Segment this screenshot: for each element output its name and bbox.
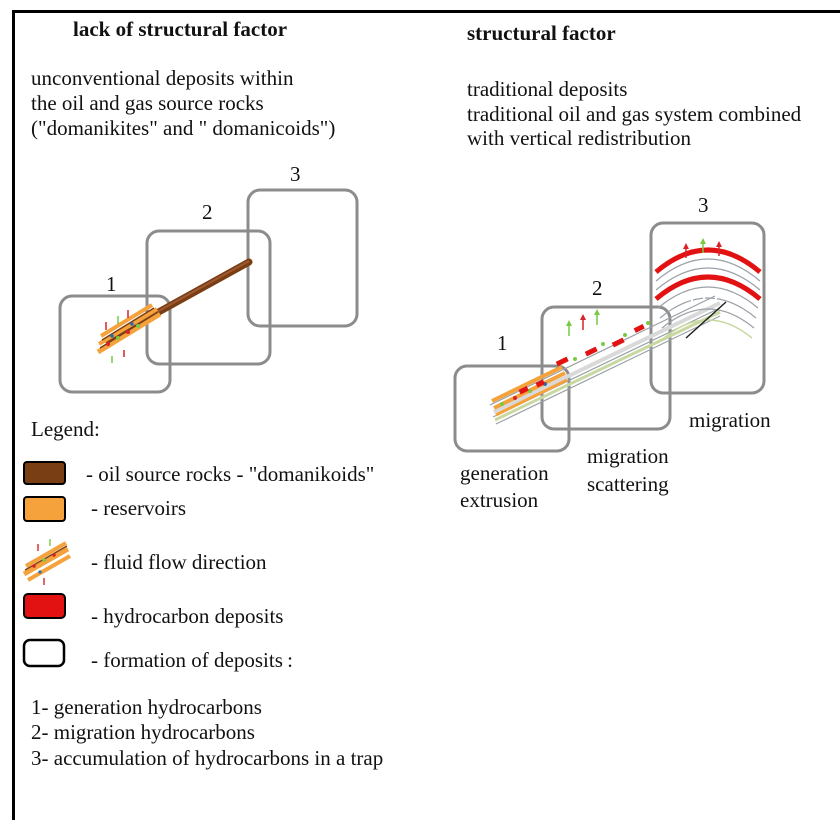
stage1-label-line-1: generation xyxy=(460,461,549,485)
left-fluid-cluster xyxy=(96,303,162,363)
legend-stage-2: 2- migration hydrocarbons xyxy=(31,720,255,744)
fluid-flow-icon xyxy=(22,539,71,585)
legend-icons xyxy=(22,461,71,668)
left-description-line-1: unconventional deposits within xyxy=(31,66,294,90)
legend-stage-3: 3- accumulation of hydrocarbons in a tra… xyxy=(31,746,384,770)
source-rock-swatch xyxy=(23,461,66,485)
anticline-trap xyxy=(654,238,762,339)
left-box-1 xyxy=(58,294,172,394)
right-description-line-1: traditional deposits xyxy=(467,77,628,101)
right-diagram xyxy=(453,221,766,453)
left-box-2-number: 2 xyxy=(202,200,213,224)
legend-item-source-rock: - oil source rocks - "domanikoids" xyxy=(86,462,375,486)
right-box-2-number: 2 xyxy=(592,276,603,300)
stage1-label-line-2: extrusion xyxy=(460,488,539,512)
left-box-1-number: 1 xyxy=(106,272,117,296)
legend-item-formation: - formation of deposits : xyxy=(91,648,293,672)
legend-title: Legend: xyxy=(31,417,100,441)
stage2-label-line-2: scattering xyxy=(587,472,669,496)
left-heading: lack of structural factor xyxy=(73,17,288,41)
legend-item-fluid-flow: - fluid flow direction xyxy=(91,550,267,574)
left-box-3 xyxy=(246,188,359,328)
right-box-1 xyxy=(453,364,571,453)
legend-item-reservoirs: - reservoirs xyxy=(91,496,187,520)
left-diagram xyxy=(58,188,359,394)
right-heading: structural factor xyxy=(467,21,616,45)
right-box-3-number: 3 xyxy=(698,193,709,217)
legend-item-hydrocarbon-deposits: - hydrocarbon deposits xyxy=(91,604,284,628)
formation-box-icon xyxy=(22,638,66,668)
left-description-line-2: the oil and gas source rocks xyxy=(31,91,264,115)
hydrocarbon-swatch xyxy=(23,593,66,619)
stage2-label-line-1: migration xyxy=(587,444,669,468)
right-migration-path xyxy=(489,295,721,425)
right-description-line-2: traditional oil and gas system combined xyxy=(467,102,802,126)
left-description-line-3: ("domanikites" and " domanicoids") xyxy=(31,116,336,140)
left-box-3-number: 3 xyxy=(290,162,301,186)
stage3-label: migration xyxy=(689,408,771,432)
right-box-2 xyxy=(540,305,672,431)
reservoir-swatch xyxy=(23,496,66,522)
figure-frame xyxy=(12,10,840,820)
legend-stage-1: 1- generation hydrocarbons xyxy=(31,695,262,719)
right-description-line-3: with vertical redistribution xyxy=(467,126,691,150)
right-box-1-number: 1 xyxy=(497,331,508,355)
right-box-3 xyxy=(649,221,766,395)
left-box-2 xyxy=(145,229,272,366)
